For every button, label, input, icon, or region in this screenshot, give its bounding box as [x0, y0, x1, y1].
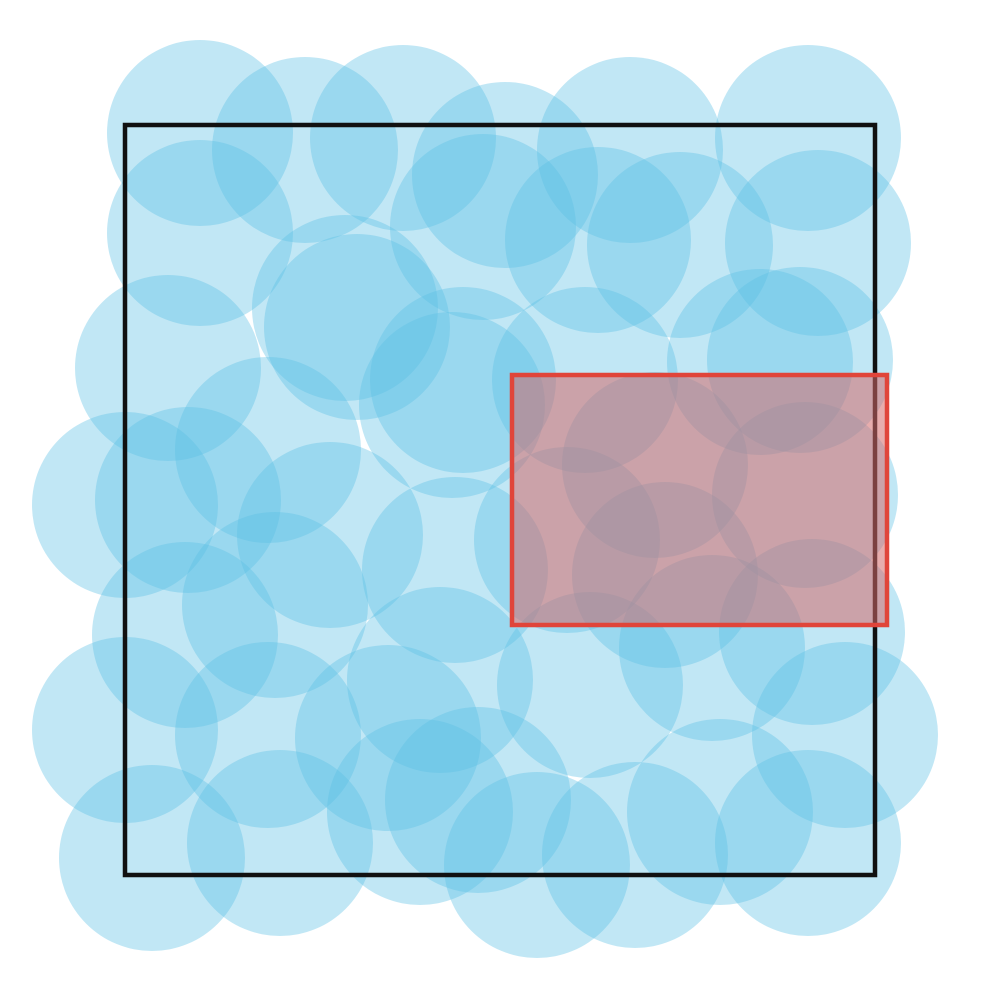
coverage-circle: [587, 152, 773, 338]
coverage-circle: [725, 150, 911, 336]
coverage-circle: [237, 442, 423, 628]
coverage-circle: [505, 147, 691, 333]
coverage-circle: [752, 642, 938, 828]
coverage-circle: [390, 134, 576, 320]
coverage-circle: [75, 275, 261, 461]
highlight-rectangle: [509, 372, 890, 628]
coverage-circle: [295, 645, 481, 831]
coverage-circle: [212, 57, 398, 243]
coverage-circle: [182, 512, 368, 698]
coverage-circle: [385, 707, 571, 893]
coverage-circle: [542, 762, 728, 948]
coverage-circle: [264, 234, 450, 420]
coverage-circle: [362, 477, 548, 663]
coverage-circle: [627, 719, 813, 905]
coverage-circle: [59, 765, 245, 951]
coverage-circle: [107, 140, 293, 326]
coverage-circle: [359, 312, 545, 498]
coverage-circle: [370, 287, 556, 473]
coverage-circle: [537, 57, 723, 243]
coverage-circle: [92, 542, 278, 728]
coverage-circle: [347, 587, 533, 773]
coverage-circle: [310, 45, 496, 231]
coverage-circle: [327, 719, 513, 905]
circle-group: [32, 40, 938, 958]
coverage-circle: [187, 750, 373, 936]
coverage-circle: [715, 45, 901, 231]
coverage-circle: [444, 772, 630, 958]
coverage-circle: [497, 592, 683, 778]
coverage-circle: [175, 357, 361, 543]
coverage-circle: [107, 40, 293, 226]
coverage-circle: [412, 82, 598, 268]
coverage-circle: [715, 750, 901, 936]
coverage-circle: [95, 407, 281, 593]
coverage-circle: [175, 642, 361, 828]
coverage-circle: [252, 215, 438, 401]
